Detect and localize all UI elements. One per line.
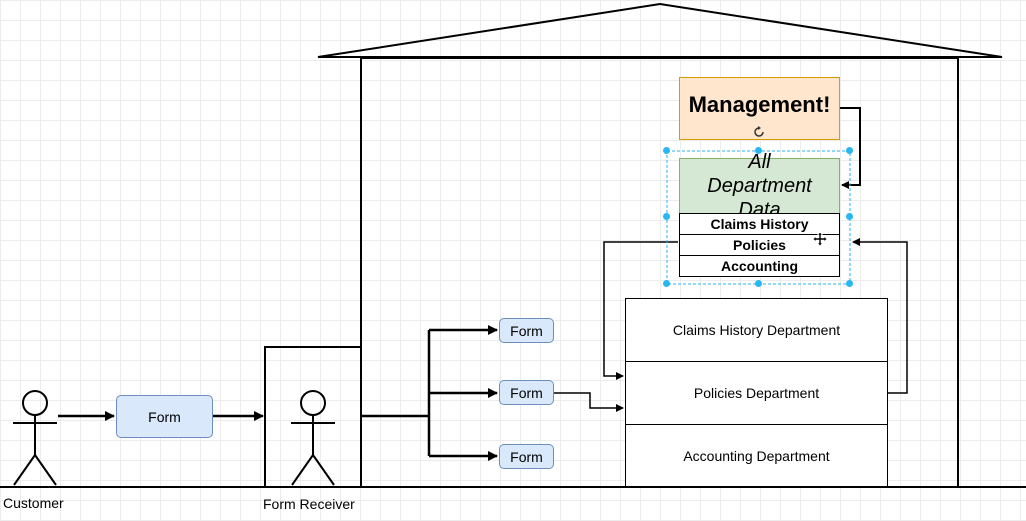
mid-form[interactable]: Form: [499, 380, 554, 405]
receiver-booth: [264, 346, 361, 487]
data-row-claims-history[interactable]: Claims History: [679, 213, 840, 235]
rotate-icon[interactable]: [752, 125, 766, 139]
move-cursor-icon: [812, 231, 828, 247]
all-department-data-header[interactable]: All Department Data: [679, 151, 840, 221]
arrow-management-to-data[interactable]: [840, 107, 861, 189]
customer-label: Customer: [3, 495, 64, 511]
connector-data-to-policies[interactable]: [603, 241, 678, 380]
selection-handle-nw[interactable]: [663, 147, 670, 154]
claims-history-department[interactable]: Claims History Department: [625, 298, 888, 362]
data-row-accounting[interactable]: Accounting: [679, 255, 840, 277]
selection-handle-sw[interactable]: [663, 280, 670, 287]
top-form[interactable]: Form: [499, 318, 554, 343]
bottom-form[interactable]: Form: [499, 444, 554, 469]
arrow-mid-form-to-policies[interactable]: [554, 392, 624, 412]
selection-handle-w[interactable]: [663, 213, 670, 220]
selection-handle-s[interactable]: [755, 280, 762, 287]
data-row-policies[interactable]: Policies: [679, 234, 840, 256]
connector-policies-to-data[interactable]: [852, 238, 908, 394]
selection-handle-n[interactable]: [755, 147, 762, 154]
form-receiver-actor[interactable]: [291, 390, 335, 486]
selection-handle-se[interactable]: [846, 280, 853, 287]
policies-department[interactable]: Policies Department: [625, 361, 888, 425]
building-roof: [317, 2, 1003, 58]
accounting-department[interactable]: Accounting Department: [625, 424, 888, 487]
selection-handle-ne[interactable]: [846, 147, 853, 154]
form-receiver-label: Form Receiver: [263, 496, 355, 512]
selection-handle-e[interactable]: [846, 213, 853, 220]
customer-actor[interactable]: [13, 390, 57, 486]
management-box[interactable]: Management!: [679, 77, 840, 140]
customer-form[interactable]: Form: [116, 395, 213, 438]
